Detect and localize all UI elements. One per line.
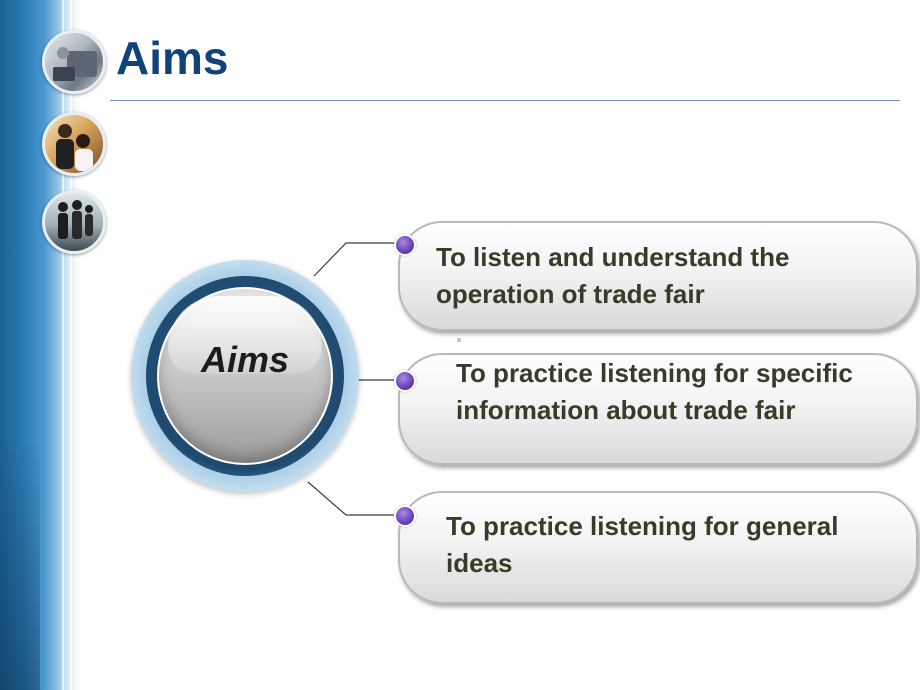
page-title: Aims xyxy=(116,32,229,84)
bullet-dot-1 xyxy=(394,234,416,256)
businesspeople-icon xyxy=(56,124,93,171)
sidebar-stripe xyxy=(76,0,77,690)
aim-text-2: To practice listening for specific infor… xyxy=(456,358,853,425)
connector-line-3 xyxy=(307,481,404,516)
commuters-icon xyxy=(58,200,93,239)
sidebar-shade xyxy=(0,440,40,690)
title-divider xyxy=(110,100,900,101)
decorative-speck xyxy=(457,338,461,342)
bullet-dot-2 xyxy=(394,370,416,392)
bullet-dot-3 xyxy=(394,505,416,527)
hub-label: Aims xyxy=(200,339,290,380)
office-equipment-icon xyxy=(53,47,97,81)
aim-text-1: To listen and understand the operation o… xyxy=(436,242,790,309)
aim-box-1 xyxy=(398,221,918,331)
office-equipment-photo xyxy=(42,30,106,94)
aim-box-3 xyxy=(398,491,918,604)
sidebar-stripe xyxy=(70,0,72,690)
businesspeople-photo xyxy=(42,112,106,176)
commuters-photo xyxy=(42,190,106,254)
aim-text-3: To practice listening for general ideas xyxy=(446,511,839,578)
sidebar-stripe xyxy=(62,0,64,690)
connector-line-1 xyxy=(313,242,404,277)
hub-gloss xyxy=(168,296,322,374)
aim-box-2 xyxy=(398,353,918,465)
